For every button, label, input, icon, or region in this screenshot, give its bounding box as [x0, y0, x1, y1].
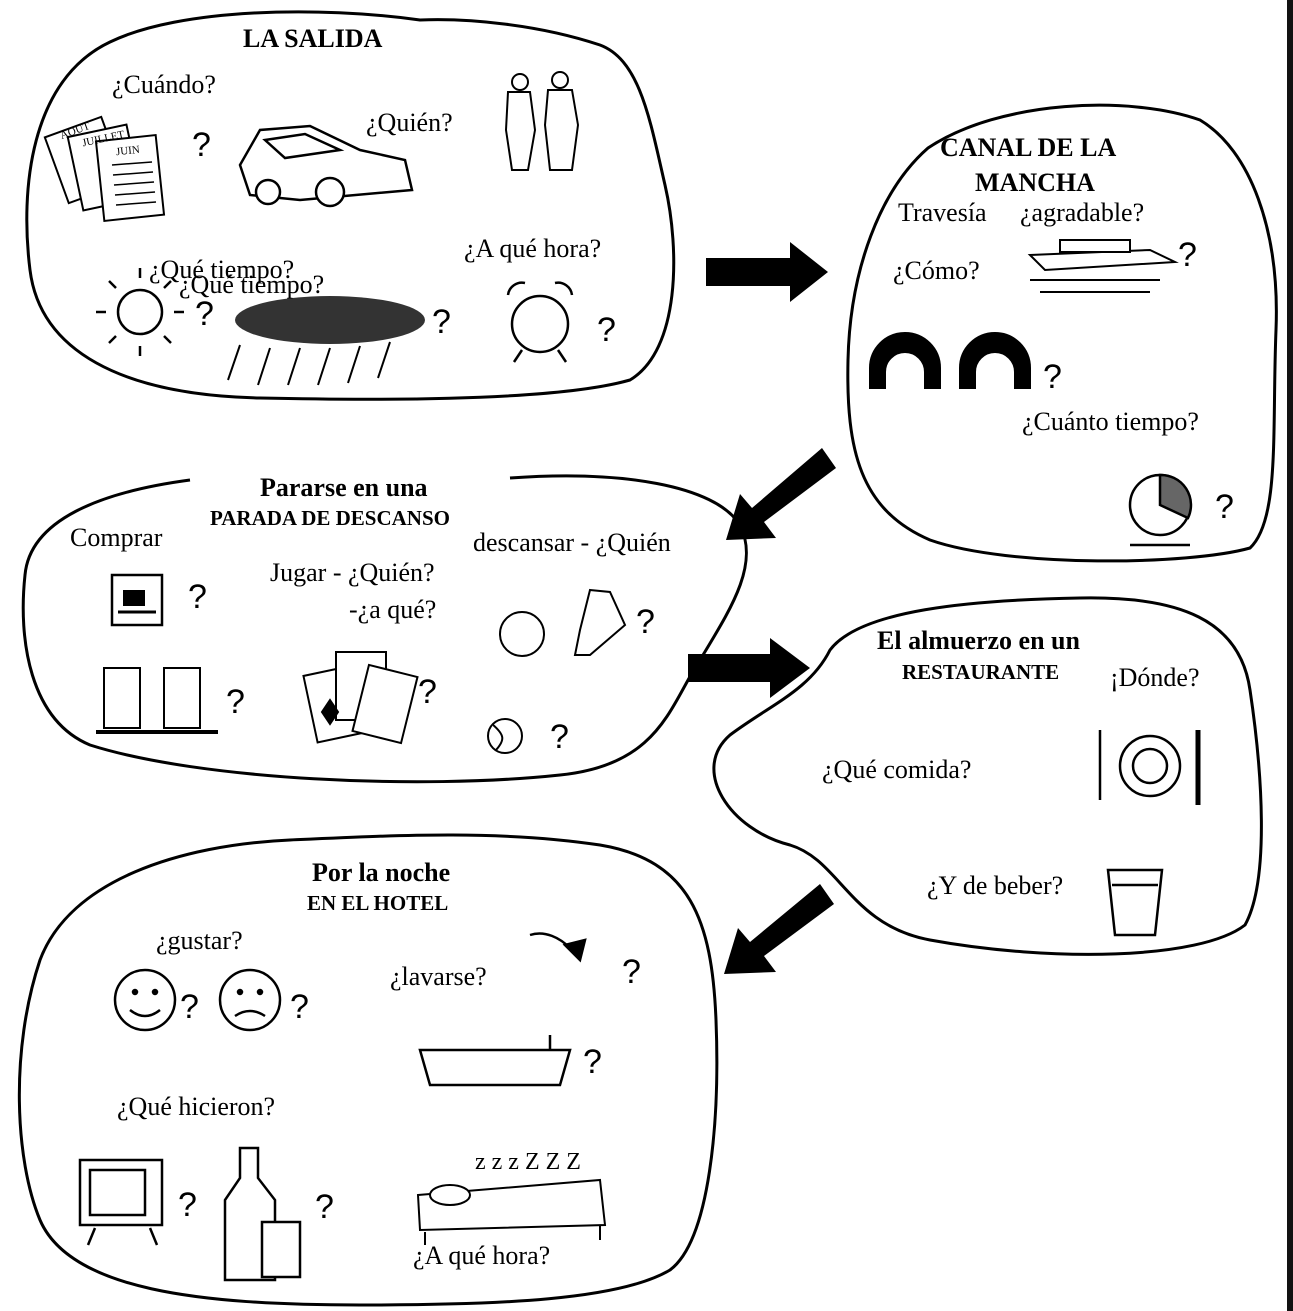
shower-icon [529, 932, 587, 963]
ferry-icon [1027, 239, 1179, 293]
question-mark: ? [192, 126, 211, 164]
title-la-salida: LA SALIDA [243, 24, 383, 53]
arrow-down-left-1 [726, 448, 836, 540]
label-cuando: ¿Cuándo? [112, 70, 216, 99]
bathtub-icon [418, 1035, 572, 1087]
bed-icon [416, 1178, 607, 1245]
bubble-restaurante [712, 596, 1263, 956]
arrow-right-2 [688, 638, 810, 698]
title-canal-1: CANAL DE LA [940, 133, 1117, 162]
label-que-tiempo-1: ¿Qué tiempo? [149, 255, 295, 284]
place-setting-icon [1098, 730, 1201, 805]
question-mark: ? [418, 673, 437, 711]
label-hotel-a-que-hora: ¿A qué hora? [413, 1241, 551, 1270]
question-mark: ? [178, 1186, 197, 1224]
question-mark: ? [636, 603, 655, 641]
question-mark: ? [432, 303, 451, 341]
smiley-happy-icon [113, 968, 177, 1032]
smiley-sad-icon [218, 968, 282, 1032]
label-zzz: z z z Z Z Z [475, 1149, 581, 1175]
title-parada-2: PARADA DE DESCANSO [210, 506, 450, 530]
label-quien: ¿Quién? [366, 108, 453, 137]
question-mark: ? [583, 1043, 602, 1081]
question-mark: ? [180, 988, 199, 1026]
label-que-hicieron: ¿Qué hicieron? [117, 1092, 276, 1121]
label-donde: ¡Dónde? [1110, 663, 1200, 692]
sun-icon [96, 268, 184, 356]
drinking-glass-icon [1106, 868, 1164, 937]
title-restaurante-2: RESTAURANTE [902, 660, 1060, 684]
scan-edge [1287, 0, 1293, 1311]
question-mark: ? [550, 718, 569, 756]
bottle-icon [223, 1146, 302, 1282]
label-travesia: Travesía [898, 198, 987, 227]
question-mark: ? [195, 295, 214, 333]
title-canal-2: MANCHA [975, 168, 1095, 197]
ball-icon [499, 611, 545, 657]
car-icon [238, 124, 414, 208]
playing-cards-icon [302, 651, 419, 745]
fuel-pump-icon [96, 667, 218, 734]
alarm-clock-icon [1128, 473, 1193, 547]
question-mark: ? [597, 311, 616, 349]
alarm-clock-icon [506, 281, 574, 363]
label-como: ¿Cómo? [893, 256, 980, 285]
label-cuanto-tiempo: ¿Cuánto tiempo? [1022, 407, 1199, 436]
question-mark: ? [1043, 358, 1062, 396]
bubble-canal-mancha [846, 103, 1278, 563]
bubble-la-salida [25, 10, 676, 401]
question-mark: ? [315, 1188, 334, 1226]
shoe-icon [573, 588, 627, 656]
bubble-hotel [17, 833, 719, 1307]
label-comprar: Comprar [70, 523, 163, 552]
question-mark: ? [290, 988, 309, 1026]
label-gustar: ¿gustar? [156, 926, 243, 955]
title-restaurante-1: El almuerzo en un [877, 626, 1080, 655]
arrow-right-1 [706, 242, 828, 302]
question-mark: ? [188, 578, 207, 616]
label-que-comida: ¿Qué comida? [822, 755, 972, 784]
calendar-icon [43, 115, 166, 223]
label-a-que: -¿a qué? [349, 595, 437, 624]
label-agradable: ¿agradable? [1020, 198, 1145, 227]
title-hotel-2: EN EL HOTEL [307, 891, 449, 915]
arrow-down-left-2 [724, 884, 834, 974]
label-descansar: descansar - ¿Quién [473, 528, 671, 557]
rain-cloud-icon [227, 296, 425, 386]
tunnel-icon [869, 332, 1031, 389]
label-que-tiempo-2: ¿Qué tiempo? [179, 270, 325, 299]
label-a-que-hora: ¿A qué hora? [464, 234, 602, 263]
tennis-ball-icon [487, 718, 523, 754]
label-jugar: Jugar - ¿Quién? [270, 558, 435, 587]
label-y-de-beber: ¿Y de beber? [927, 871, 1064, 900]
question-mark: ? [1178, 236, 1197, 274]
title-hotel-1: Por la noche [312, 858, 451, 887]
label-lavarse: ¿lavarse? [390, 962, 487, 991]
coffee-cup-icon [110, 573, 164, 627]
television-icon [78, 1158, 164, 1246]
question-mark: ? [1215, 488, 1234, 526]
question-mark: ? [226, 683, 245, 721]
title-parada-1: Pararse en una [260, 473, 428, 502]
people-icon [504, 71, 580, 171]
question-mark: ? [622, 953, 641, 991]
